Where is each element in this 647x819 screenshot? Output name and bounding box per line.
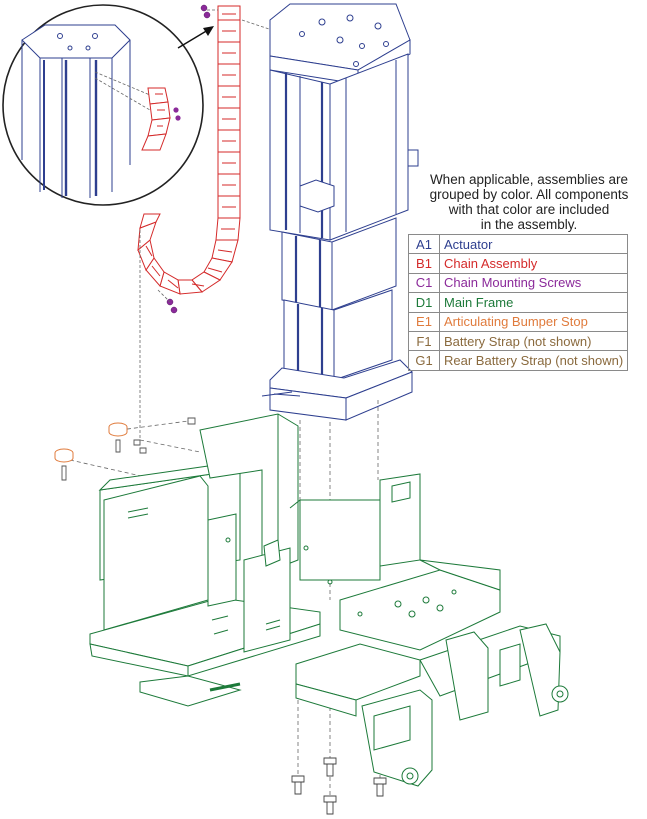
legend-label: Rear Battery Strap (not shown) — [438, 350, 629, 371]
legend-row: F1 Battery Strap (not shown) — [408, 330, 629, 352]
actuator — [261, 3, 419, 421]
note-line: in the assembly. — [480, 217, 578, 232]
legend-code: A1 — [408, 233, 440, 255]
legend-label: Chain Assembly — [438, 253, 629, 274]
legend-label: Chain Mounting Screws — [438, 272, 629, 294]
legend-label: Articulating Bumper Stop — [438, 311, 629, 332]
assembly-legend-table: A1 Actuator B1 Chain Assembly C1 Chain M… — [408, 233, 629, 371]
legend-row: E1 Articulating Bumper Stop — [408, 311, 629, 332]
legend-code: G1 — [408, 350, 440, 371]
legend-label: Battery Strap (not shown) — [438, 330, 629, 352]
note-line: grouped by color. All components — [429, 187, 629, 202]
chain-assembly — [137, 5, 241, 295]
frame-bolts — [291, 757, 387, 815]
legend-label: Actuator — [438, 233, 629, 255]
legend-row: A1 Actuator — [408, 233, 629, 255]
note-line: with that color are included — [448, 202, 610, 217]
legend-row: C1 Chain Mounting Screws — [408, 272, 629, 294]
color-grouping-note: When applicable, assemblies are grouped … — [418, 172, 640, 232]
chain-mounting-screws — [166, 4, 211, 314]
legend-row: D1 Main Frame — [408, 292, 629, 313]
note-line: When applicable, assemblies are — [429, 172, 629, 187]
legend-code: F1 — [408, 330, 440, 352]
legend-row: B1 Chain Assembly — [408, 253, 629, 274]
detail-magnifier — [2, 4, 204, 206]
legend-code: D1 — [408, 292, 440, 313]
legend-code: E1 — [408, 311, 440, 332]
bumper-hardware — [61, 417, 196, 481]
articulating-bumper-stops — [54, 422, 128, 463]
legend-label: Main Frame — [438, 292, 629, 313]
main-frame — [89, 413, 569, 787]
legend-code: B1 — [408, 253, 440, 274]
detail-callout-arrow — [177, 26, 214, 49]
legend-row: G1 Rear Battery Strap (not shown) — [408, 350, 629, 371]
legend-code: C1 — [408, 272, 440, 294]
